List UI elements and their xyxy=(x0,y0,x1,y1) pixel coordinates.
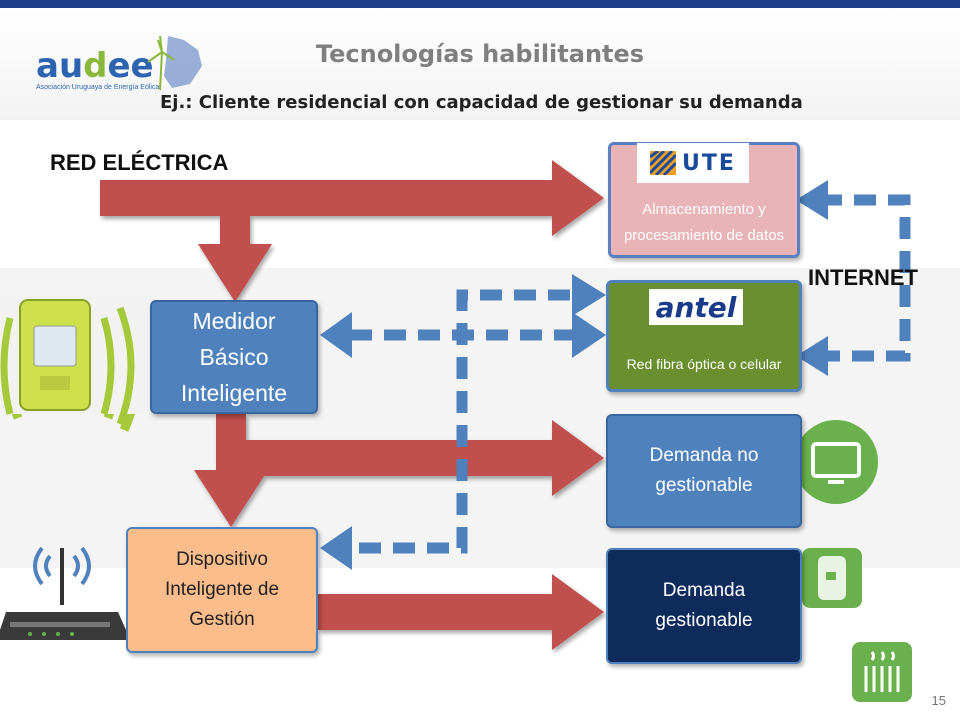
tv-badge xyxy=(794,420,878,504)
arrowhead-to-ute xyxy=(796,180,828,220)
ute-logo-icon xyxy=(650,151,677,175)
ute-box: UTE Almacenamiento y procesamiento de da… xyxy=(608,142,800,258)
antel-logo: antel xyxy=(649,289,743,325)
data-arrowheads xyxy=(320,180,828,570)
power-arrow-to-demanda-no xyxy=(236,420,604,496)
antel-logo-text: antel xyxy=(655,290,737,324)
arrowhead-to-antel-internet xyxy=(796,336,828,376)
antel-box-text: Red fibra óptica o celular xyxy=(626,356,782,372)
header-band xyxy=(0,8,960,120)
label-red-electrica: RED ELÉCTRICA xyxy=(50,150,229,175)
power-arrow-to-demanda-si xyxy=(318,574,604,650)
logo-word: audee xyxy=(36,46,154,86)
smart-meter-illustration xyxy=(0,296,152,432)
power-arrow-to-ute xyxy=(100,160,604,236)
dispositivo-box: Dispositivo Inteligente de Gestión xyxy=(126,527,318,653)
demanda-gestionable-text: Demanda gestionable xyxy=(655,580,753,631)
top-bar xyxy=(0,0,960,8)
power-arrows xyxy=(100,160,604,650)
arrowhead-to-antel-top xyxy=(572,274,606,316)
data-link-internet-loop xyxy=(820,194,911,362)
radiator-icon xyxy=(864,651,900,692)
antel-box: antel Red fibra óptica o celular xyxy=(606,280,802,392)
medidor-box: Medidor Básico Inteligente xyxy=(150,300,318,414)
router-illustration xyxy=(0,546,126,640)
demanda-gestionable-box: Demanda gestionable xyxy=(606,548,802,664)
ute-box-text: Almacenamiento y procesamiento de datos xyxy=(623,201,785,244)
ute-logo: UTE xyxy=(637,143,749,183)
power-arrow-to-meter xyxy=(198,216,272,302)
arrowhead-to-dispositivo xyxy=(320,526,352,570)
audee-logo: audee Asociación Uruguaya de Energía Eól… xyxy=(30,32,210,102)
radiator-badge xyxy=(852,642,912,702)
demanda-no-gestionable-text: Demanda no gestionable xyxy=(649,445,759,496)
dispositivo-box-text: Dispositivo Inteligente de Gestión xyxy=(164,549,280,630)
boiler-badge xyxy=(802,548,862,608)
logo-tagline: Asociación Uruguaya de Energía Eólica xyxy=(36,84,160,91)
data-link-antel-dispositivo xyxy=(350,289,570,554)
logo-map-icon xyxy=(147,35,202,91)
label-internet: INTERNET xyxy=(808,265,918,290)
ute-logo-text: UTE xyxy=(682,150,736,176)
page-subtitle: Ej.: Cliente residencial con capacidad d… xyxy=(160,92,803,113)
arrowhead-to-antel-right xyxy=(572,312,606,358)
data-links xyxy=(350,194,911,554)
tv-icon xyxy=(811,442,861,478)
medidor-box-text: Medidor Básico Inteligente xyxy=(180,308,288,406)
page-title: Tecnologías habilitantes xyxy=(315,40,645,68)
arrowhead-to-meter xyxy=(320,312,352,358)
page-number: 15 xyxy=(931,693,946,708)
demanda-no-gestionable-box: Demanda no gestionable xyxy=(606,414,802,528)
power-arrow-to-dispositivo xyxy=(194,414,268,527)
